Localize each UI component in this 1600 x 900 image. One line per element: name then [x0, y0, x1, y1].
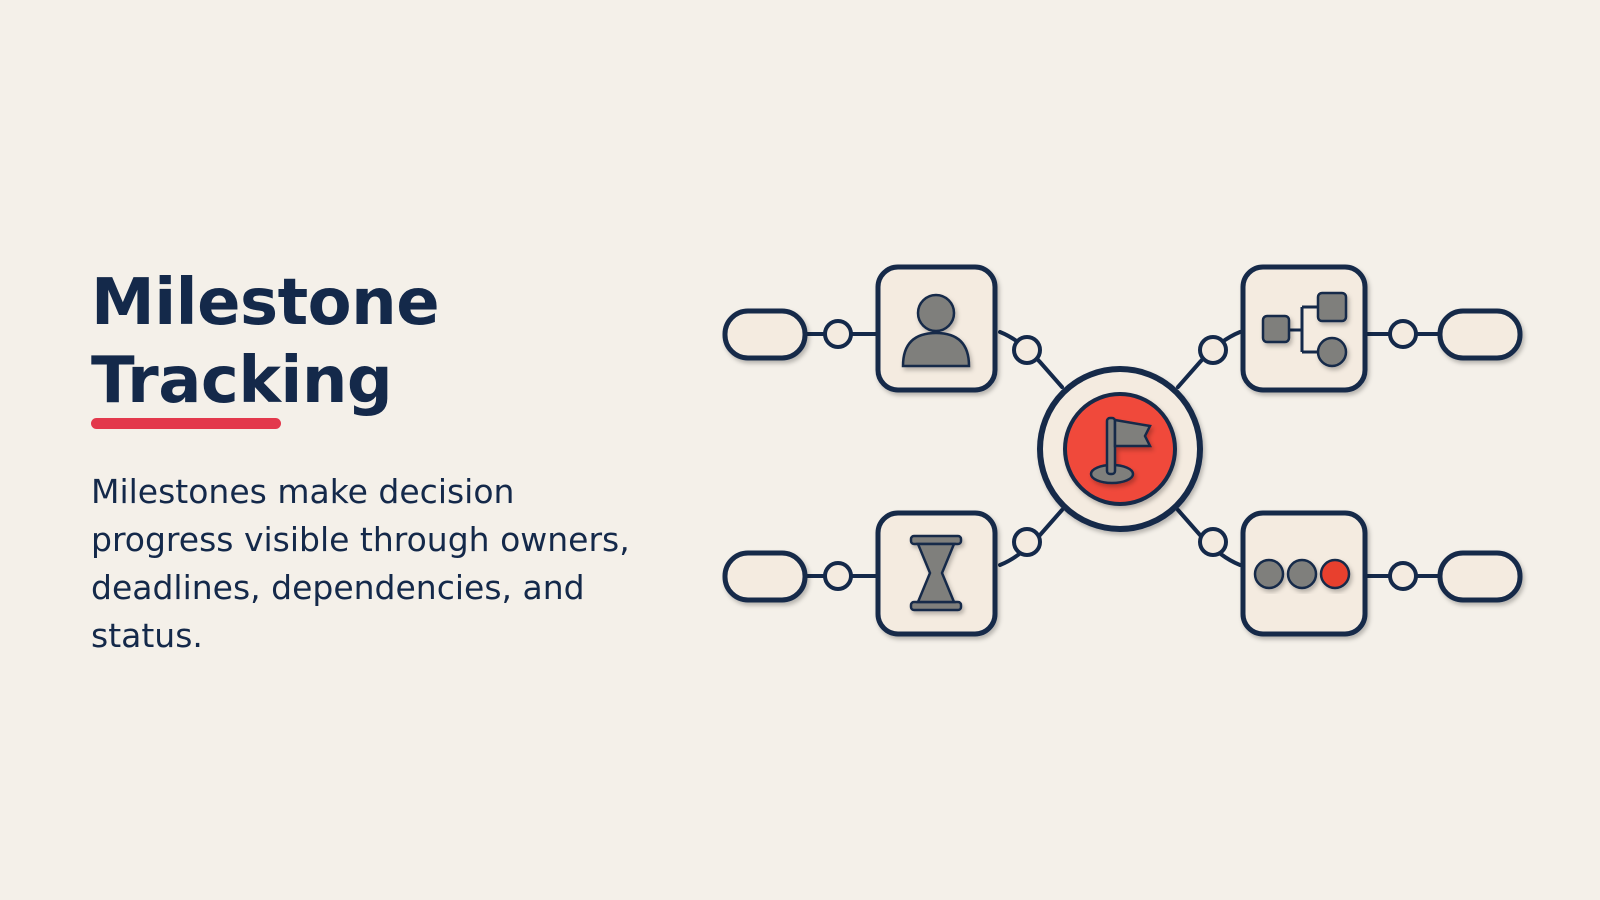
- body-paragraph: Milestones make decision progress visibl…: [91, 472, 630, 655]
- junction-dot: [1390, 563, 1416, 589]
- junction-dot: [1014, 337, 1040, 363]
- status-dots-icon: [1255, 560, 1349, 588]
- hub-inner: [1065, 394, 1175, 504]
- pill-tag-deadlines: [725, 553, 805, 600]
- title-line-1: Milestone: [91, 266, 440, 340]
- flag-icon: [1091, 418, 1150, 483]
- junction-dot: [825, 321, 851, 347]
- junction-dot: [1014, 529, 1040, 555]
- node-owners: [878, 267, 995, 390]
- junction-dot: [1200, 529, 1226, 555]
- node-box: [1243, 267, 1365, 390]
- title-underline: [91, 418, 281, 429]
- pill-tag-dependencies: [1440, 311, 1520, 358]
- pill-tag-owners: [725, 311, 805, 358]
- node-deadlines: [878, 513, 995, 634]
- person-icon: [903, 295, 969, 366]
- pill-tags: [725, 311, 1520, 600]
- node-dependencies: [1243, 267, 1365, 390]
- junction-dot: [1200, 337, 1226, 363]
- page-title: Milestone Tracking: [91, 264, 651, 420]
- hub: [1040, 369, 1200, 529]
- title-line-2: Tracking: [91, 344, 393, 418]
- junction-dot: [1390, 321, 1416, 347]
- hourglass-icon: [911, 536, 961, 610]
- junction-dot: [825, 563, 851, 589]
- junction-dots: [825, 321, 1416, 589]
- pill-tag-status: [1440, 553, 1520, 600]
- hierarchy-icon: [1263, 293, 1346, 366]
- node-status: [1243, 513, 1365, 634]
